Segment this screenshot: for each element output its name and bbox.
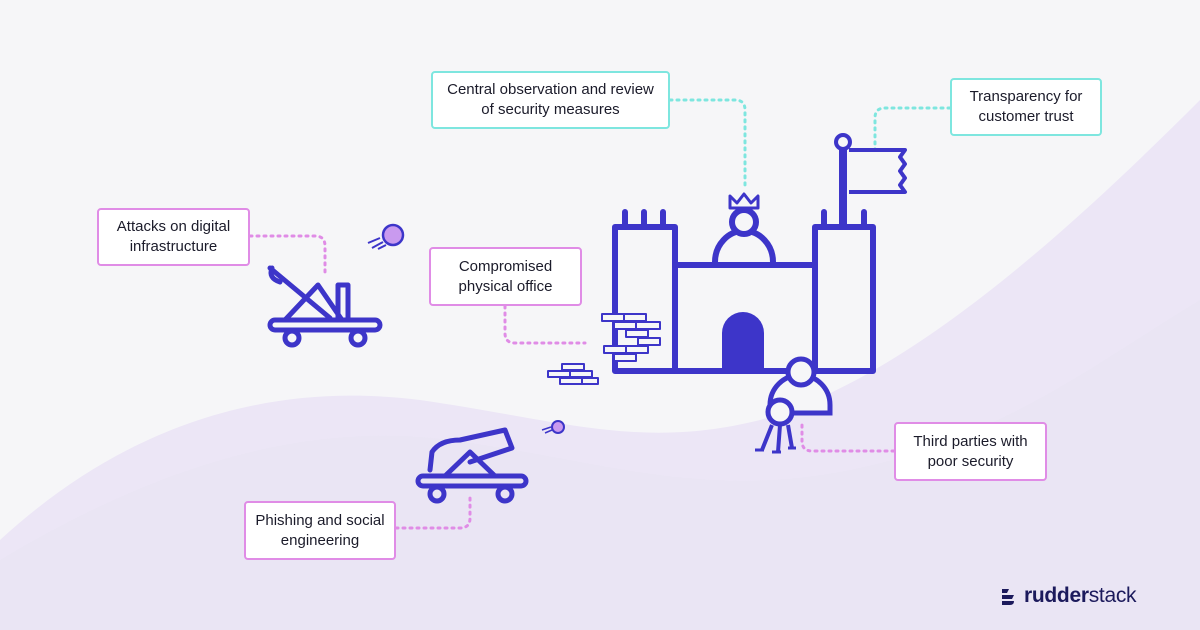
rudderstack-logo: rudderstack (1000, 584, 1137, 608)
ball-icon (367, 223, 565, 434)
label-transparency: Transparency for customer trust (950, 78, 1102, 136)
catapult-icon (267, 265, 383, 348)
logo-text-bold: rudder (1024, 584, 1089, 607)
label-third-parties: Third parties with poor security (894, 422, 1047, 481)
logo-text: rudderstack (1024, 584, 1137, 608)
label-compromised-office: Compromised physical office (429, 247, 582, 306)
label-phishing: Phishing and social engineering (244, 501, 396, 560)
label-attacks: Attacks on digital infrastructure (97, 208, 250, 266)
connectors (248, 98, 952, 530)
third-party-person-icon (755, 356, 833, 454)
rudderstack-logo-icon (1002, 589, 1014, 605)
background-waves (0, 100, 1200, 630)
castle-icon (547, 133, 907, 385)
logo-text-light: stack (1088, 584, 1137, 607)
label-central-observation: Central observation and review of securi… (431, 71, 670, 129)
bricks-icon (547, 313, 661, 385)
cannon-icon (415, 427, 529, 504)
